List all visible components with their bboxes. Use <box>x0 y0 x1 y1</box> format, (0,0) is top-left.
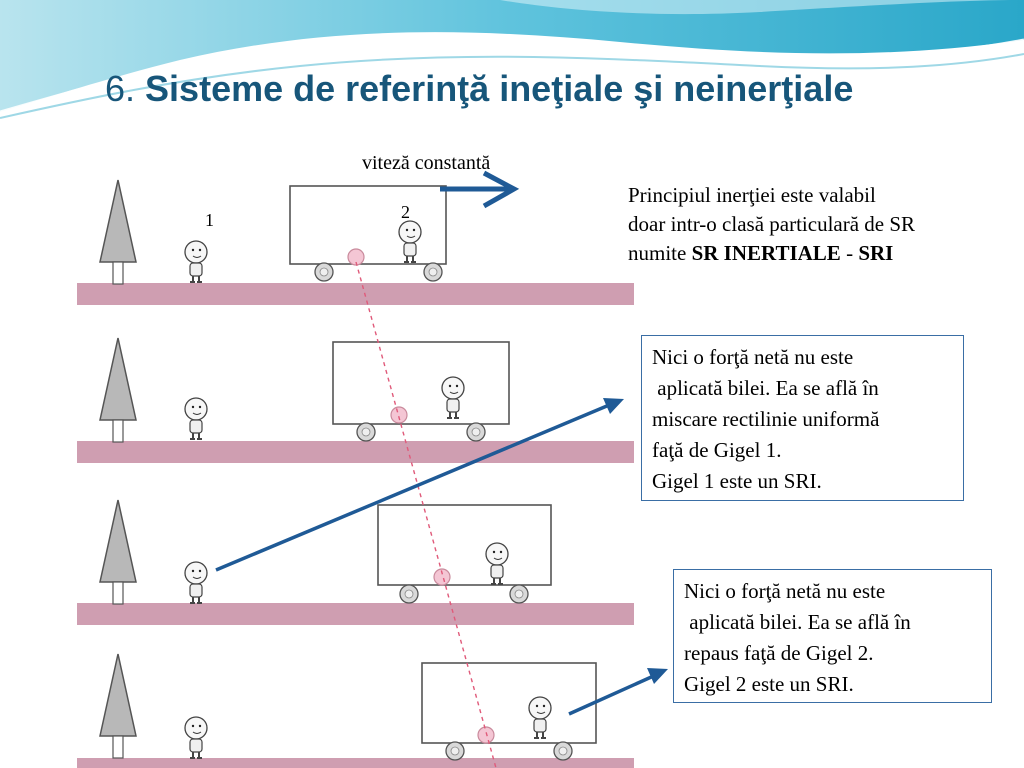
observer-1-label: 1 <box>205 210 214 230</box>
principle-line: Principiul inerţiei este valabil <box>628 183 876 207</box>
gigel-2-explanation-box: Nici o forţă netă nu este aplicată bilei… <box>673 569 992 703</box>
wagon-2 <box>332 341 510 442</box>
principle-line: numite SR INERTIALE - SRI <box>628 239 1018 268</box>
box-line: aplicată bilei. Ea se află în <box>652 376 879 400</box>
gigel-1-figure <box>184 240 208 283</box>
box-line: Gigel 2 este un SRI. <box>684 672 854 696</box>
box-line: Gigel 1 este un SRI. <box>652 469 822 493</box>
constant-speed-label: viteză constantă <box>362 152 491 174</box>
wagon-4 <box>421 662 597 761</box>
ground-strip-1 <box>77 283 634 305</box>
header-wave-decoration <box>0 0 1024 119</box>
tree-icon <box>99 653 137 759</box>
principle-prefix: numite <box>628 241 692 265</box>
box-line: repaus faţă de Gigel 2. <box>684 641 874 665</box>
title-text: Sisteme de referinţă ineţiale şi neinerţ… <box>145 68 854 109</box>
box-line: faţă de Gigel 1. <box>652 438 782 462</box>
slide-title: 6. Sisteme de referinţă ineţiale şi nein… <box>105 68 853 110</box>
wagon-3 <box>377 504 552 604</box>
pointer-arrow-gigel-2 <box>568 668 668 716</box>
tree-icon <box>99 499 137 605</box>
principle-line: doar intr-o clasă particulară de SR <box>628 212 916 236</box>
ground-strip-3 <box>77 603 634 625</box>
box-line: miscare rectilinie uniformă <box>652 407 880 431</box>
wagon-1 <box>289 185 447 282</box>
gigel-1-explanation-box: Nici o forţă netă nu este aplicată bilei… <box>641 335 964 501</box>
box-line: Nici o forţă netă nu este <box>684 579 886 603</box>
title-number: 6. <box>105 68 136 109</box>
ground-strip-2 <box>77 441 634 463</box>
sr-inertiale-term: SR INERTIALE <box>691 241 841 265</box>
box-line: Nici o forţă netă nu este <box>652 345 854 369</box>
tree-icon <box>99 179 137 285</box>
ground-strip-4 <box>77 758 634 768</box>
box-line: aplicată bilei. Ea se află în <box>684 610 911 634</box>
tree-icon <box>99 337 137 443</box>
gigel-1-figure <box>184 561 208 604</box>
pointer-arrow-gigel-1 <box>215 398 624 572</box>
sri-term: SRI <box>858 241 894 265</box>
gigel-1-figure <box>184 716 208 759</box>
constant-speed-arrow <box>440 170 520 209</box>
gigel-1-figure <box>184 397 208 440</box>
observer-2-label: 2 <box>401 202 410 222</box>
principle-separator: - <box>840 241 859 265</box>
inertia-principle-text: Principiul inerţiei este valabil doar in… <box>628 181 1018 268</box>
